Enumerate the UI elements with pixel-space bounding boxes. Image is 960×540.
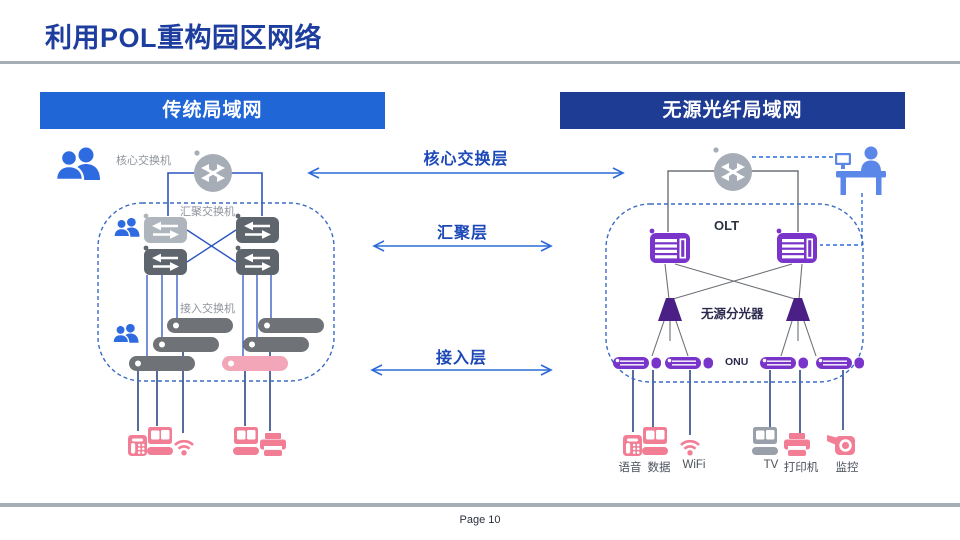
agg-to-access-links	[146, 275, 272, 356]
aggregation-switch-icon	[234, 212, 281, 245]
traditional-lan-diagram	[54, 146, 335, 457]
splitter-icon	[786, 298, 810, 321]
wifi-icon	[173, 439, 195, 457]
core-switch-label: 核心交换机	[116, 155, 171, 167]
onu-label: ONU	[725, 356, 749, 368]
device-label-printer: 打印机	[783, 462, 819, 474]
onu-device-icon	[664, 356, 714, 370]
title-divider	[0, 61, 960, 64]
computer-icon	[642, 427, 668, 455]
access-layer-label: 接入层	[435, 350, 487, 367]
pol-lan-diagram	[605, 146, 886, 457]
access-switch-icon	[243, 337, 309, 352]
olt-to-splitter-links	[664, 263, 803, 300]
device-label-monitor: 监控	[835, 462, 859, 474]
olt-device-icon	[776, 228, 817, 263]
device-label-data: 数据	[647, 462, 671, 474]
core-switch-dot	[713, 147, 719, 153]
access-switch-label: 接入交换机	[180, 303, 235, 315]
onu-device-icon	[612, 356, 662, 370]
aggregation-layer-label: 汇聚层	[436, 225, 488, 242]
users-icon	[112, 323, 140, 344]
splitter-to-onu-links	[651, 320, 817, 357]
access-switch-icon	[222, 356, 288, 371]
aggregation-switch-icon	[142, 244, 189, 277]
right-panel-header: 无源光纤局域网	[560, 92, 905, 129]
access-switch-icon	[167, 318, 233, 333]
double-arrow-icon	[372, 240, 553, 252]
phone-icon	[623, 435, 642, 456]
page-title: 利用POL重构园区网络	[45, 23, 323, 53]
device-label-tv: TV	[763, 459, 779, 471]
page-number: Page 10	[459, 514, 501, 526]
wifi-icon	[679, 439, 701, 457]
onu-to-device-links	[632, 370, 844, 435]
camera-icon	[827, 435, 855, 455]
phone-icon	[128, 435, 147, 456]
onu-device-icon	[815, 356, 865, 370]
printer-icon	[260, 433, 286, 456]
users-icon	[54, 146, 102, 182]
footer-divider	[0, 503, 960, 507]
access-switch-icon	[153, 337, 219, 352]
computer-icon	[233, 427, 259, 455]
access-switch-icon	[129, 356, 195, 371]
printer-icon	[784, 433, 810, 456]
double-arrow-icon	[370, 364, 553, 376]
aggregation-switch-label: 汇聚交换机	[180, 206, 235, 218]
access-switch-icon	[258, 318, 324, 333]
aggregation-switch-icon	[234, 244, 281, 277]
olt-device-icon	[649, 228, 690, 263]
left-panel-header: 传统局域网	[40, 92, 385, 129]
person-at-desk-icon	[835, 146, 886, 195]
core-switch-dot	[194, 150, 200, 156]
splitter-label: 无源分光器	[701, 307, 764, 321]
olt-label: OLT	[714, 218, 740, 233]
users-icon	[113, 217, 141, 238]
splitter-icon	[658, 298, 682, 321]
lan-dashed-boundary	[97, 202, 335, 382]
device-label-voice: 语音	[618, 462, 642, 474]
tv-icon	[752, 427, 778, 455]
pol-dashed-boundary	[605, 203, 864, 383]
onu-device-icon	[759, 356, 809, 370]
agg-cross-links	[186, 229, 237, 263]
computer-icon	[147, 427, 173, 455]
device-label-wifi: WiFi	[682, 459, 706, 471]
core-layer-label: 核心交换层	[423, 151, 509, 168]
double-arrow-icon	[307, 167, 625, 179]
management-dashed-links	[752, 156, 863, 246]
